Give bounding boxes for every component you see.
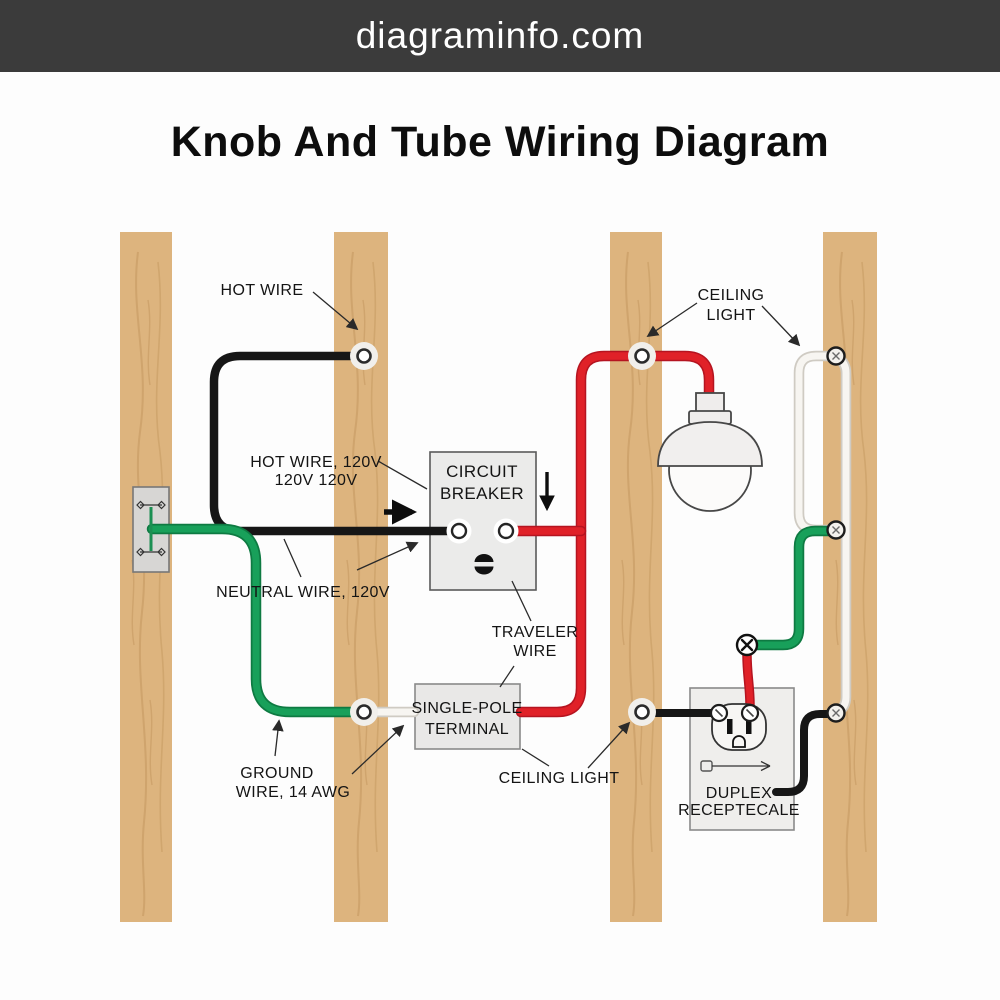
label-single-pole-1: SINGLE-POLE bbox=[411, 700, 522, 717]
screw-bottom bbox=[826, 703, 846, 723]
knob-hot-wire bbox=[350, 342, 378, 370]
black-wire-receptacle-right bbox=[772, 710, 837, 796]
wall-stud-3 bbox=[610, 232, 662, 922]
wall-stud-2 bbox=[334, 232, 388, 922]
leader-ground-wire bbox=[272, 719, 284, 757]
leader-ceiling-light-left bbox=[646, 302, 698, 337]
site-name: diagraminfo.com bbox=[355, 15, 645, 56]
leader-neutral-to-breaker bbox=[356, 541, 419, 571]
knob-single-pole bbox=[350, 698, 378, 726]
wall-stud-1 bbox=[120, 232, 172, 922]
label-neutral-wire: NEUTRAL WIRE, 120V bbox=[216, 584, 390, 601]
ground-wire-right bbox=[751, 525, 839, 651]
receptacle-screw-right bbox=[740, 703, 760, 723]
label-traveler-wire-1: TRAVELER bbox=[492, 624, 578, 641]
label-circuit-breaker-2: BREAKER bbox=[440, 484, 524, 503]
single-pole-terminal-box bbox=[414, 683, 521, 750]
leader-hot-wire bbox=[312, 291, 359, 331]
switch-internals bbox=[136, 500, 166, 557]
label-ceiling-light-top-2: LIGHT bbox=[706, 307, 755, 324]
label-hot-wire-120v-2: 120V 120V bbox=[275, 472, 358, 489]
leader-ground-to-terminal bbox=[351, 724, 405, 775]
leader-ceiling-bottom bbox=[587, 721, 631, 769]
outlet-ground-hole bbox=[732, 735, 746, 748]
light-neck bbox=[695, 392, 725, 414]
circuit-breaker-terminals bbox=[446, 518, 519, 544]
leader-lines bbox=[272, 291, 801, 775]
leader-hot-wire-120v bbox=[377, 460, 428, 490]
outlet-slot-left bbox=[727, 719, 733, 734]
label-hot-wire-120v-1: HOT WIRE, 120V bbox=[250, 454, 382, 471]
switch-contact-bottom bbox=[136, 547, 166, 557]
breaker-toggle-icon bbox=[474, 554, 494, 575]
splice-symbol bbox=[735, 633, 759, 657]
label-duplex-1: DUPLEX bbox=[706, 785, 772, 802]
screw-top bbox=[826, 346, 846, 366]
label-traveler-wire-2: WIRE bbox=[513, 643, 556, 660]
leader-neutral-wire bbox=[283, 538, 302, 578]
receptacle-screw-left bbox=[709, 703, 729, 723]
page-title: Knob And Tube Wiring Diagram bbox=[170, 118, 830, 166]
leader-breaker-traveler bbox=[511, 580, 532, 622]
label-hot-wire: HOT WIRE bbox=[221, 282, 304, 299]
leader-ceiling-light-right bbox=[761, 305, 801, 347]
label-ceiling-light-bottom: CEILING LIGHT bbox=[499, 770, 620, 787]
label-ceiling-light-top-1: CEILING bbox=[698, 287, 765, 304]
knob-ceiling-light-top bbox=[628, 342, 656, 370]
traveler-wire-red bbox=[501, 350, 755, 718]
ceiling-light-fixture bbox=[657, 392, 763, 512]
screw-middle bbox=[826, 520, 846, 540]
leader-terminal-ceiling bbox=[521, 748, 550, 767]
knob-ceiling-light-bottom bbox=[628, 698, 656, 726]
label-duplex-2: RECEPTECALE bbox=[678, 802, 800, 819]
label-single-pole-2: TERMINAL bbox=[425, 721, 509, 738]
light-shade bbox=[657, 421, 763, 467]
outlet-slot-right bbox=[746, 719, 752, 734]
label-circuit-breaker-1: CIRCUIT bbox=[446, 462, 518, 481]
switch-contact-top bbox=[136, 500, 166, 510]
receptacle-arrow-icon bbox=[700, 760, 771, 772]
leader-traveler-terminal bbox=[499, 665, 515, 688]
ground-wire-green bbox=[146, 523, 370, 718]
site-header-bar: diagraminfo.com bbox=[0, 0, 1000, 72]
label-ground-wire-1: GROUND bbox=[240, 765, 314, 782]
label-ground-wire-2: WIRE, 14 AWG bbox=[236, 784, 350, 801]
